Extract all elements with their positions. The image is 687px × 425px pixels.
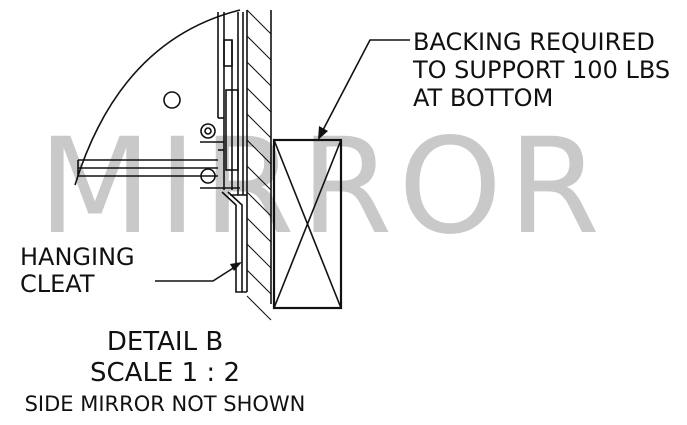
backing-leader	[318, 39, 410, 140]
wall-hatch-line	[246, 87, 272, 113]
hanging-cleat	[221, 191, 247, 293]
cleat-callout: HANGING CLEAT	[20, 243, 142, 298]
wall-hatch-line	[246, 191, 272, 217]
wall-hatch-line	[246, 243, 272, 269]
backing-block	[272, 138, 343, 310]
detail-title: DETAIL B	[107, 327, 223, 357]
detail-scale: SCALE 1 : 2	[90, 358, 240, 388]
wall-section	[246, 9, 272, 321]
wall-hatch-line	[246, 61, 272, 87]
backing-callout-line-3: AT BOTTOM	[413, 84, 553, 112]
detail-note: SIDE MIRROR NOT SHOWN	[25, 392, 306, 416]
wall-hatch-line	[246, 165, 272, 191]
wall-hatch-line	[246, 35, 272, 61]
cleat-callout-line-2: CLEAT	[20, 270, 95, 298]
wall-hatch-line	[246, 113, 272, 139]
backing-callout: BACKING REQUIRED TO SUPPORT 100 LBS AT B…	[412, 28, 678, 112]
wall-hatch-line	[246, 139, 272, 165]
wall-hatch-line	[246, 9, 272, 35]
cleat-leader	[155, 262, 242, 282]
cleat-callout-line-1: HANGING	[20, 243, 135, 271]
wall-hatch-line	[246, 269, 272, 295]
backing-callout-line-1: BACKING REQUIRED	[413, 28, 655, 56]
wall-hatch-line	[246, 295, 272, 321]
mirror-frame	[74, 9, 244, 195]
wall-hatch-line	[246, 217, 272, 243]
backing-callout-line-2: TO SUPPORT 100 LBS	[412, 56, 670, 84]
